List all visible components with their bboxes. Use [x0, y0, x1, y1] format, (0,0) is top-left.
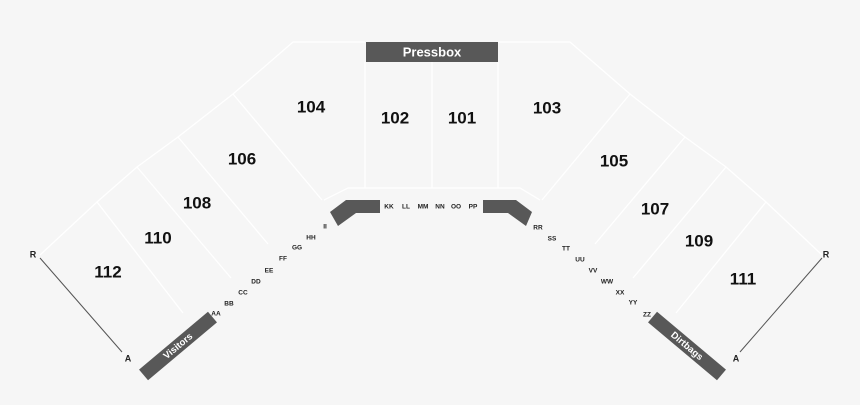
row-label: DD [251, 279, 261, 286]
right-row-end-top: R [823, 249, 830, 259]
left-row-end-top: R [30, 249, 37, 259]
row-label: EE [265, 268, 274, 275]
row-end-markers: R A R A [30, 249, 830, 363]
divider-line [232, 93, 323, 201]
row-label: ZZ [643, 312, 651, 319]
divider-line [136, 166, 232, 279]
section-101[interactable]: 101 [448, 108, 476, 127]
row-label: NN [435, 204, 445, 211]
row-label: HH [306, 235, 316, 242]
row-labels-right: RR SS TT UU VV WW XX YY ZZ [533, 225, 651, 319]
pressbox[interactable]: Pressbox [366, 42, 498, 62]
section-111[interactable]: 111 [730, 269, 757, 288]
row-label: AA [211, 311, 221, 318]
row-label: VV [589, 268, 598, 275]
row-label: KK [384, 204, 394, 211]
row-label: SS [548, 236, 557, 243]
home-dugout-label: Dirtbags [668, 330, 705, 363]
left-dugout-wedge [330, 200, 380, 226]
section-outlines [39, 41, 823, 314]
section-103[interactable]: 103 [533, 98, 561, 117]
row-label: PP [469, 204, 478, 211]
row-label: II [323, 224, 327, 231]
row-label: RR [533, 225, 543, 232]
visitors-dugout-bar [139, 311, 217, 381]
pressbox-label: Pressbox [403, 44, 462, 59]
divider-line [96, 201, 184, 314]
section-109[interactable]: 109 [685, 231, 713, 250]
row-label: XX [616, 290, 625, 297]
row-label: UU [575, 257, 585, 264]
section-102[interactable]: 102 [381, 108, 409, 127]
section-107[interactable]: 107 [641, 199, 669, 218]
section-112[interactable]: 112 [94, 262, 121, 281]
row-label: BB [224, 301, 234, 308]
inner-boundary-line [323, 187, 541, 201]
visitors-dugout[interactable]: Visitors [139, 311, 217, 381]
right-row-end-bottom: A [733, 353, 740, 363]
left-foul-line [39, 257, 123, 353]
section-105[interactable]: 105 [600, 151, 628, 170]
section-labels: 101 102 103 104 105 106 107 108 109 110 … [94, 97, 756, 288]
row-label: CC [238, 290, 248, 297]
home-dugout[interactable]: Dirtbags [648, 311, 726, 381]
row-label: YY [629, 300, 638, 307]
divider-line [632, 166, 727, 279]
right-foul-line [739, 257, 823, 353]
row-label: LL [402, 204, 410, 211]
divider-line [177, 136, 269, 245]
row-labels-center: KK LL MM NN OO PP [384, 204, 478, 211]
divider-line [594, 136, 686, 245]
left-row-end-bottom: A [125, 353, 132, 363]
visitors-dugout-label: Visitors [162, 331, 196, 362]
row-label: GG [292, 245, 302, 252]
outer-boundary-line-right [498, 41, 823, 256]
row-label: MM [418, 204, 429, 211]
section-110[interactable]: 110 [144, 228, 171, 247]
right-dugout-wedge [483, 200, 532, 226]
divider-line [675, 201, 767, 314]
row-labels-left: AA BB CC DD EE FF GG HH II [211, 224, 327, 318]
home-dugout-bar [648, 311, 726, 381]
section-106[interactable]: 106 [228, 149, 256, 168]
row-label: FF [279, 256, 287, 263]
row-label: OO [451, 204, 461, 211]
divider-line [541, 93, 631, 201]
outer-boundary-line [39, 41, 365, 256]
section-104[interactable]: 104 [297, 97, 326, 116]
section-108[interactable]: 108 [183, 193, 211, 212]
row-label: WW [601, 279, 614, 286]
pressbox-block [366, 42, 498, 62]
row-label: TT [562, 246, 570, 253]
